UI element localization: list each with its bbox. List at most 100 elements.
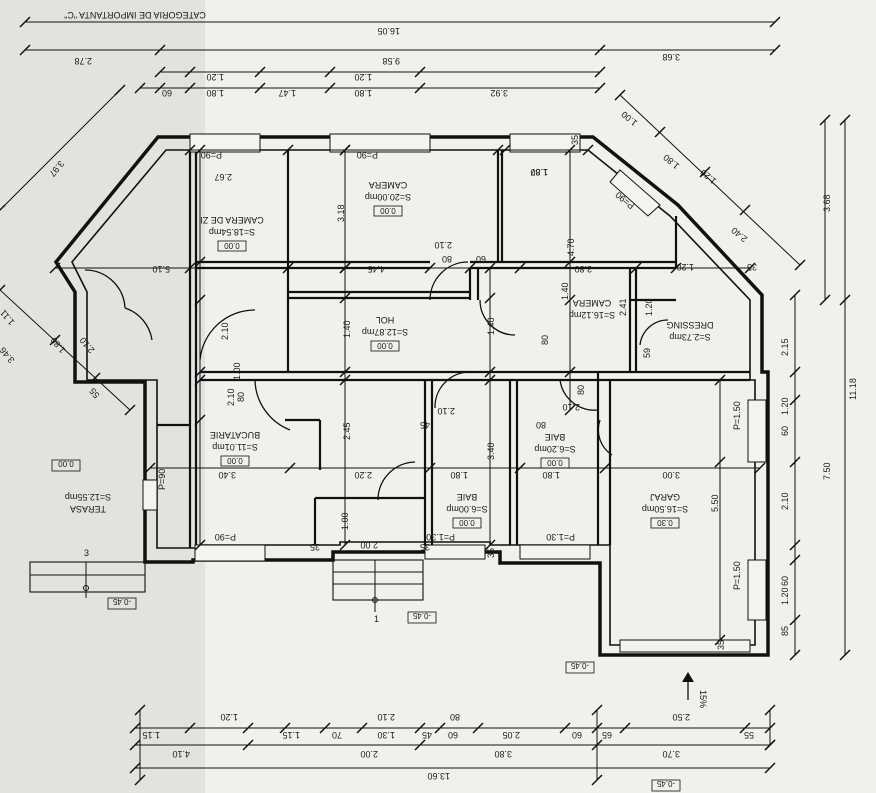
room-name: CAMERA (369, 180, 408, 190)
dim-int-19: 3.00 (662, 470, 680, 480)
dimension-lines (0, 16, 851, 786)
entry-steps (332, 559, 424, 601)
dim-col-right3-tick-0 (819, 114, 831, 126)
dim-int-top-tick-0 (184, 144, 196, 156)
dim-int-18: 1.80 (530, 167, 548, 177)
dim-bot-14: 55 (744, 730, 754, 740)
dim-bot-1: 1.15 (142, 730, 160, 740)
room-level: 0.00 (547, 458, 563, 467)
dim-int-col3-tick-0 (194, 144, 206, 156)
room-name: GARAJ (650, 492, 680, 502)
dim-right-8: 85 (780, 626, 790, 636)
dim-diag-3: 1.20 (698, 167, 718, 186)
dim-right-3: 1.20 (780, 397, 790, 415)
dim-int-12: 1.40 (486, 317, 496, 335)
level-box-garage-ramp (565, 661, 595, 674)
window-garage-bottom (747, 559, 767, 621)
room-level: 0.30 (657, 518, 673, 527)
dim-bot-7: 45 (422, 730, 432, 740)
dim-int-col2-tick-0 (484, 262, 496, 274)
dim-int-27: 2.10 (226, 388, 236, 406)
door-swing-entrance (84, 269, 126, 309)
dim-int-37: 2.10 (562, 402, 580, 412)
dim-col-right2-tick-5 (789, 554, 801, 566)
dim-row-top2-tick-3 (324, 66, 336, 78)
dim-row-top2-tick-0 (154, 66, 166, 78)
dim-bot-11: 60 (572, 730, 582, 740)
dim-int-col1-tick-5 (339, 539, 351, 551)
dim-int-col3-tick-5 (194, 414, 206, 426)
dim-row-bot1-tick-6 (414, 722, 426, 734)
dim-total-top: 16.05 (377, 26, 400, 36)
dim-bot-5: 1.30 (377, 730, 395, 740)
dim-diag-right-line (619, 94, 801, 266)
dim-row-bot1-tick-7 (434, 722, 446, 734)
dim-int-28: 1.00 (232, 362, 242, 380)
dim-int-col3-tick-4 (194, 374, 206, 386)
dim-row-top3-tick-1 (154, 82, 166, 94)
dim-int-col4-tick-3 (564, 366, 576, 378)
dim-right-total: 11.18 (848, 378, 858, 400)
dim-row-top2-tick-4 (414, 66, 426, 78)
level-box (370, 340, 400, 352)
dim-diag-10: 55 (87, 386, 101, 400)
dim-row-top1-tick-0 (19, 44, 31, 56)
door-swing-baie1 (434, 371, 471, 409)
dim-int-col1-tick-4 (339, 374, 351, 386)
dim-diag-left2-tick-3 (124, 404, 136, 416)
dim-row-bot1-tick-3 (279, 722, 291, 734)
section-label-3: 3 (84, 548, 89, 558)
opening-baie2: P=1.30 (546, 532, 575, 542)
dim-bot-r2-1: 4.10 (172, 749, 190, 759)
room-name: DRESSING (666, 320, 713, 330)
dim-int-row3-tick-0 (144, 462, 156, 474)
dim-right-1: 3.68 (822, 194, 832, 212)
dim-col-right2-tick-7 (789, 649, 801, 661)
dim-col-right2-tick-2 (789, 394, 801, 406)
dim-int-22: 2.00 (360, 540, 378, 550)
dim-row-top3-tick-4 (324, 82, 336, 94)
opening-bottom: P=90 (215, 532, 236, 542)
room-baie-1: 0.00 S=6.00mp BAIE (446, 492, 488, 529)
opening-baie1: P=1.30 (426, 532, 455, 542)
dim-int-col3-tick-2 (194, 294, 206, 306)
door-swing-entrance-2 (124, 307, 153, 341)
level-box (540, 457, 570, 469)
dim-int-col2-tick-3 (484, 374, 496, 386)
dim-row-top1-tick-2 (594, 44, 606, 56)
dim-diag-6: 1.11 (0, 308, 17, 327)
section-dot-1 (372, 597, 378, 603)
dim-top-8: 1.47 (278, 88, 296, 98)
level-terrace-step: -0.45 (112, 597, 131, 606)
dim-int-row2-tick-8 (670, 262, 682, 274)
dim-int-col5-tick-0 (714, 374, 726, 386)
room-name: TERASA (70, 504, 106, 514)
dim-int-row3-tick-3 (514, 462, 526, 474)
dim-row-bot1-tick-0 (129, 722, 141, 734)
door-swing-kitchen (254, 379, 291, 431)
dim-bot-2: 1.20 (220, 712, 238, 722)
dim-int-34: 35 (716, 640, 726, 650)
dim-right-2: 2.15 (780, 338, 790, 356)
dim-int-6: 4.70 (566, 238, 576, 256)
dim-int-col5-tick-1 (714, 456, 726, 468)
dim-col-right1-tick-1 (839, 294, 851, 306)
dim-int-2: 3.18 (336, 204, 346, 222)
dim-row-top2-tick-5 (594, 66, 606, 78)
dim-col-right2-tick-4 (789, 539, 801, 551)
room-level: 0.00 (459, 518, 475, 527)
paper-sheet-right (205, 0, 876, 793)
level-box (650, 517, 680, 529)
dim-int-row2-tick-9 (744, 262, 756, 274)
dim-int-top-tick-3 (492, 144, 504, 156)
dim-int-31: 35 (486, 548, 496, 558)
level-terasa: 0.00 (58, 459, 74, 468)
dim-int-24: 1.20 (644, 298, 654, 316)
dim-diag-9: 2.10 (78, 335, 97, 355)
dim-diag-left-tick-0 (0, 204, 6, 212)
dim-diag-4: 2.40 (729, 225, 749, 244)
dim-row-top3-tick-2 (184, 82, 196, 94)
room-name: BUCATARIE (210, 430, 260, 440)
window-bottom-baie2 (519, 544, 591, 560)
